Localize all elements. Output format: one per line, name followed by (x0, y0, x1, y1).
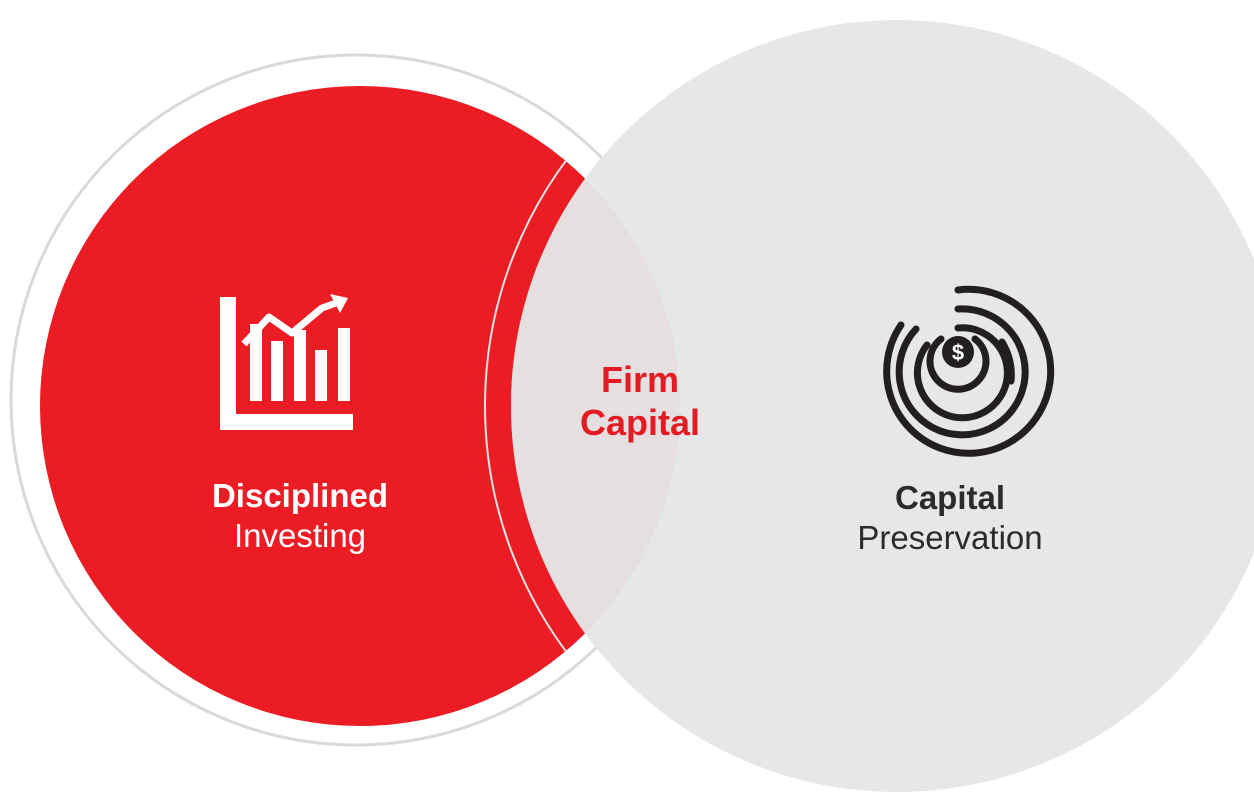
left-circle-title: Disciplined (211, 477, 389, 514)
left-circle (40, 86, 680, 726)
overlap-outline (484, 86, 680, 726)
svg-text:$: $ (952, 340, 964, 365)
left-circle-subtitle: Investing (233, 516, 367, 554)
overlap-line2: Capital (579, 402, 701, 444)
right-circle (511, 20, 1254, 792)
growth-chart-icon (220, 294, 353, 430)
dollar-maze-icon: $ (883, 285, 1055, 457)
right-circle-subtitle: Preservation (857, 518, 1043, 556)
overlap-line1: Firm (600, 359, 679, 400)
left-circle-label: Disciplined Investing (160, 476, 440, 555)
overlap-label: Firm Capital (530, 358, 750, 444)
right-circle-title: Capital (894, 479, 1006, 516)
right-circle-label: Capital Preservation (800, 478, 1100, 557)
